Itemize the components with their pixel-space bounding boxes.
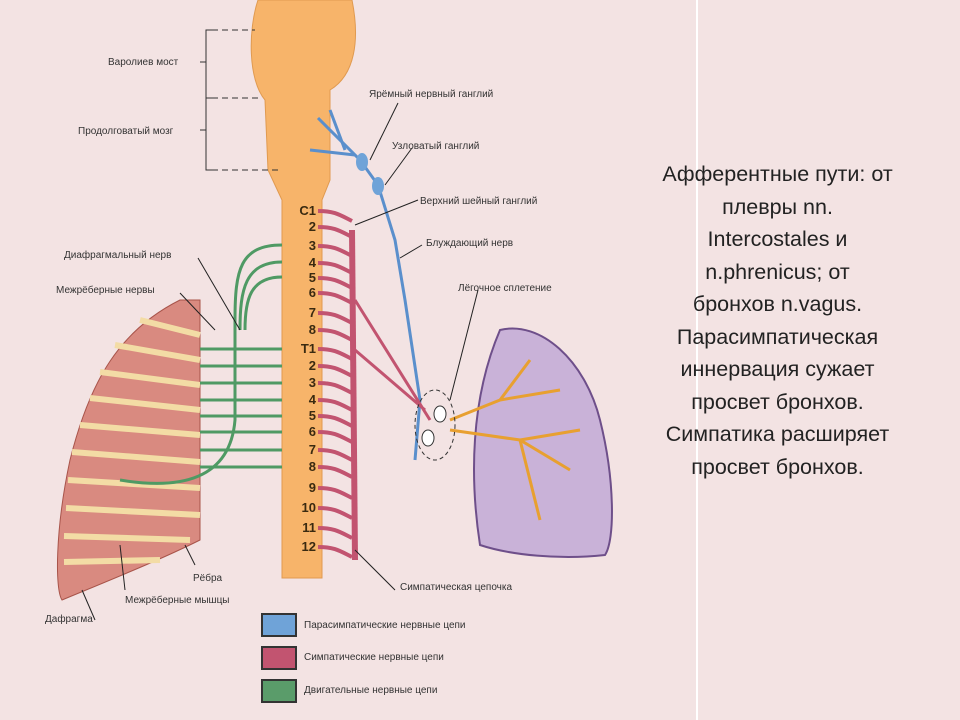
label-diaphragm: Дафрагма [45, 614, 93, 625]
segment-label: 5 [308, 408, 316, 423]
segment-label: 11 [302, 520, 316, 535]
segment-label: 8 [308, 322, 316, 337]
sympathetic-ramus [317, 225, 353, 239]
label-ribs: Рёбра [193, 573, 223, 584]
text-line: Афферентные пути: от [662, 162, 893, 186]
segment-label: C1 [299, 203, 316, 218]
sympathetic-ramus [317, 209, 353, 223]
spinal-cord [250, 0, 357, 579]
legend-swatch-motor [261, 679, 297, 703]
segment-label: 6 [308, 285, 316, 300]
text-line: просвет бронхов. [691, 454, 864, 479]
text-line: Парасимпатическая [676, 324, 879, 349]
sympathetic-ramus [317, 311, 353, 325]
text-line: плевры nn. [722, 194, 833, 219]
slide-divider [696, 0, 698, 720]
legend-label-sympathetic: Симпатические нервные цепи [304, 652, 444, 663]
bronchial-tree [449, 359, 581, 521]
segment-label: 8 [308, 459, 316, 474]
sympathetic-ramus [317, 398, 353, 412]
sympathetic-ramus [317, 244, 353, 258]
segment-label: 3 [308, 375, 316, 390]
segment-label: 7 [308, 442, 316, 457]
segment-label: 7 [308, 305, 316, 320]
segment-label: 2 [308, 219, 316, 234]
text-line: просвет бронхов. [691, 389, 864, 414]
brain-brackets [200, 29, 280, 171]
sympathetic-ramus [317, 347, 353, 361]
sympathetic-rami [317, 209, 353, 559]
anatomy-diagram [56, 0, 613, 621]
text-line: Intercostales и [707, 227, 848, 251]
label-phrenic-nerve: Диафрагмальный нерв [64, 250, 172, 261]
sympathetic-ramus [317, 506, 353, 520]
sympathetic-chain-shape [349, 229, 358, 561]
text-line: n.phrenicus; от [705, 259, 850, 284]
label-sympathetic-chain: Симпатическая цепочка [400, 582, 513, 593]
sympathetic-ramus [317, 448, 353, 462]
segment-label: 5 [308, 270, 316, 285]
segment-label: 10 [301, 500, 316, 515]
sympathetic-ramus [317, 381, 353, 395]
label-superior-cervical-ganglion: Верхний шейный ганглий [420, 196, 538, 207]
sympathetic-ramus [317, 291, 353, 305]
plexus-ganglia [414, 389, 456, 461]
sympathetic-ramus [317, 261, 353, 275]
sympathetic-ramus [317, 430, 353, 444]
text-line: иннервация сужает [680, 357, 875, 381]
segment-label: 9 [308, 480, 316, 495]
label-jugular-ganglion: Ярёмный нервный ганглий [369, 89, 494, 100]
legend-swatch-sympathetic [261, 646, 297, 670]
motor-nerves [119, 243, 283, 485]
segment-label: 4 [308, 392, 316, 407]
sympathetic-ramus [317, 465, 353, 479]
label-nodose-ganglion: Узловатый ганглий [392, 141, 480, 152]
label-intercostal-muscles: Межрёберные мышцы [125, 595, 230, 606]
label-vagus-nerve: Блуждающий нерв [426, 238, 514, 249]
segment-label: 3 [308, 238, 316, 253]
sympathetic-ramus [317, 545, 353, 559]
sympathetic-ramus [317, 276, 353, 290]
text-line: Симпатика расширяет [665, 422, 890, 446]
label-medulla: Продолговатый мозг [78, 126, 174, 137]
legend-swatch-parasympathetic [261, 613, 297, 637]
label-intercostal-nerves: Межрёберные нервы [56, 285, 155, 296]
right-lung [473, 327, 613, 558]
sympathetic-ramus [317, 328, 353, 342]
label-pons: Варолиев мост [108, 57, 179, 68]
segment-label: 2 [308, 358, 316, 373]
sympathetic-ramus [317, 526, 353, 540]
ribs [63, 317, 201, 565]
sympathetic-ramus [317, 414, 353, 428]
legend-label-parasympathetic: Парасимпатические нервные цепи [304, 620, 466, 631]
segment-label: 4 [308, 255, 316, 270]
text-line: бронхов n.vagus. [692, 292, 863, 316]
segment-label: 6 [308, 424, 316, 439]
slide-body-text: Афферентные пути: от плевры nn. Intercos… [605, 158, 950, 483]
label-pulmonary-plexus: Лёгочное сплетение [458, 283, 552, 294]
vagus-nerve [316, 116, 422, 461]
segment-label: 12 [301, 539, 316, 554]
segment-label: T1 [300, 341, 316, 356]
sympathetic-ramus [317, 486, 353, 500]
sympathetic-ramus [317, 364, 353, 378]
legend-label-motor: Двигательные нервные цепи [304, 685, 438, 696]
